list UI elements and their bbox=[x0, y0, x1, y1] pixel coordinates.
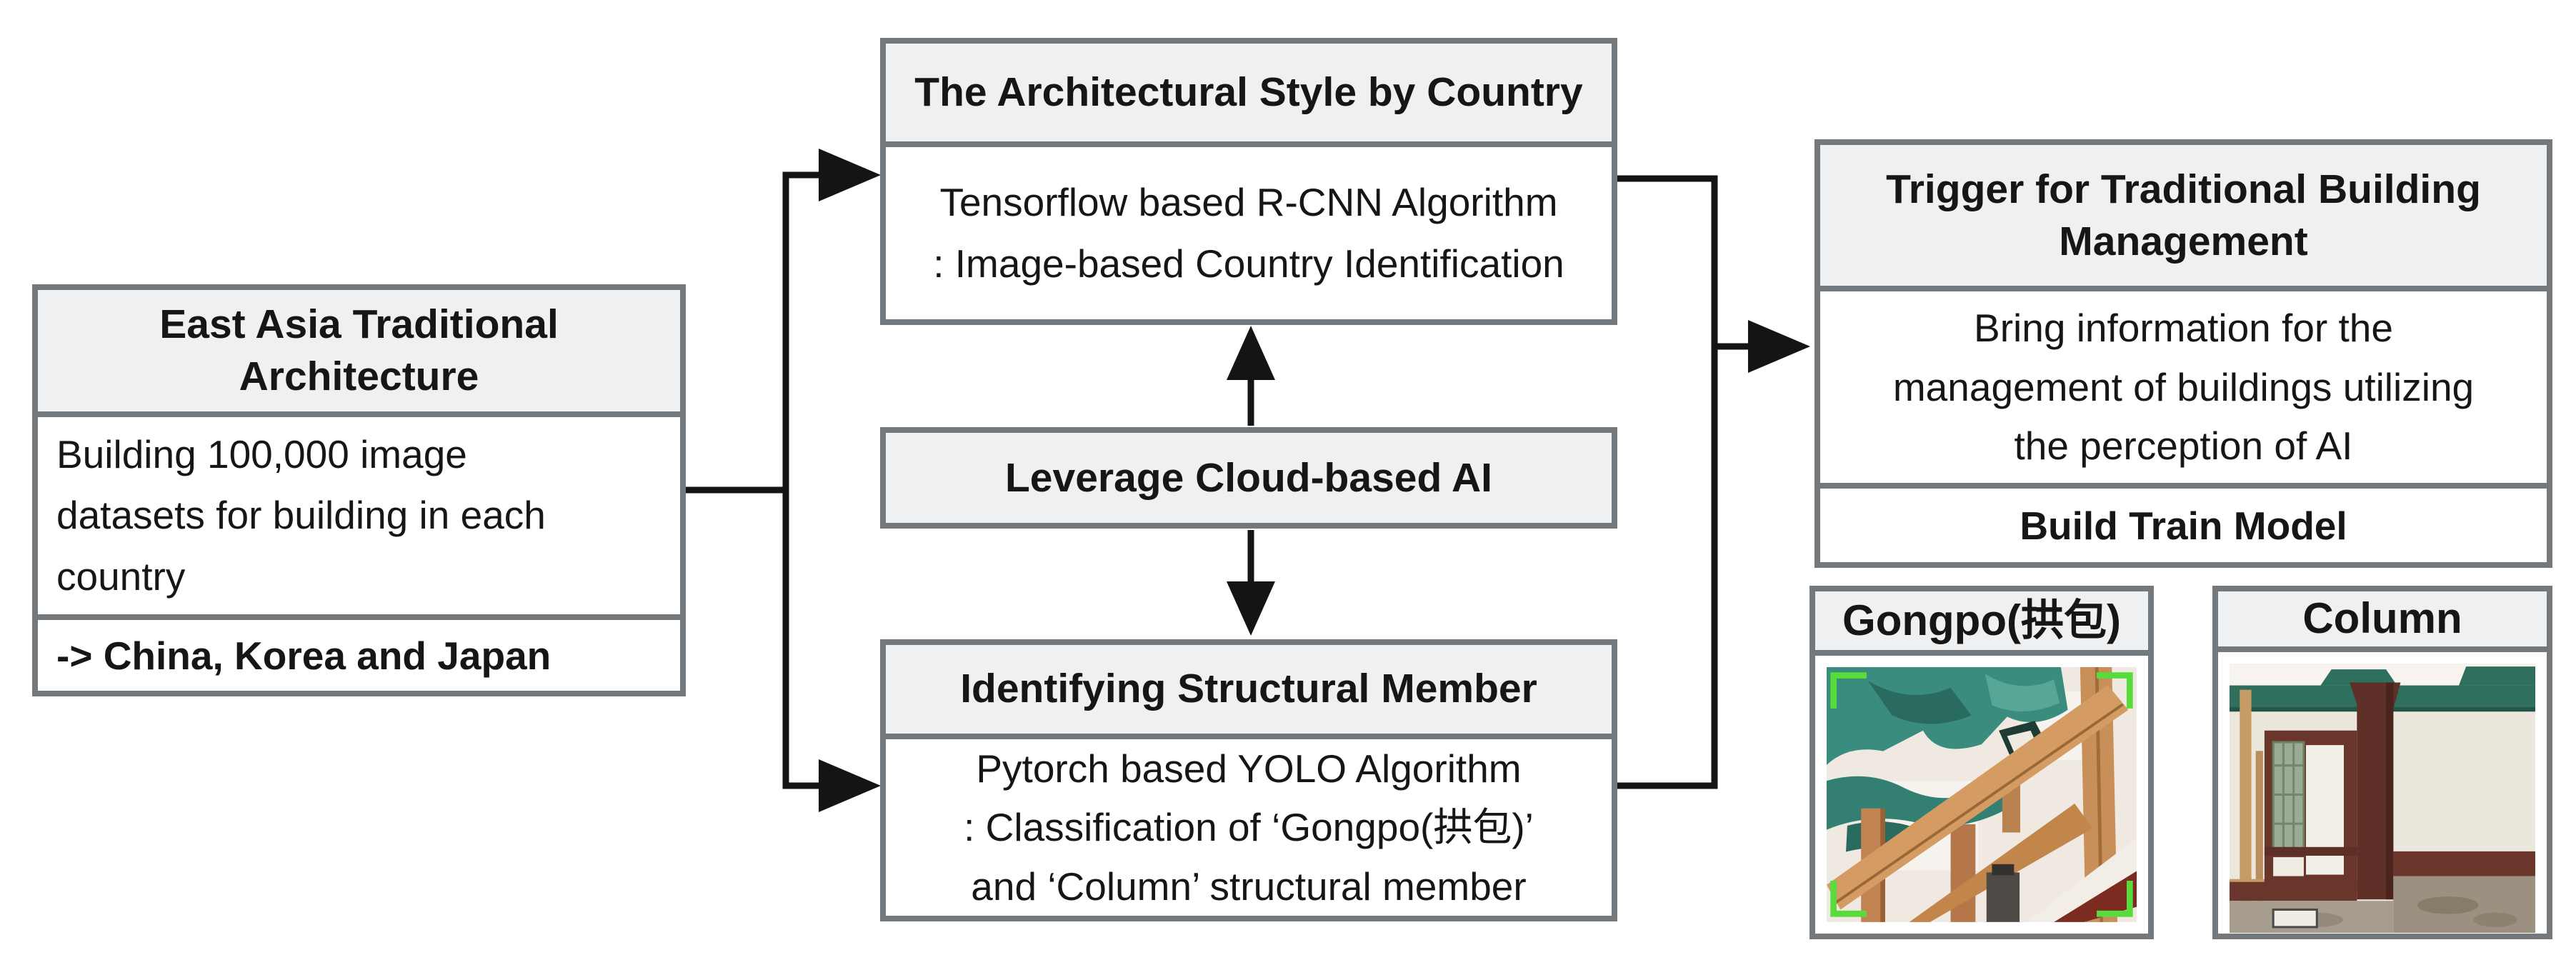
east-asia-box-body: Building 100,000 image datasets for buil… bbox=[38, 417, 680, 614]
body-line: the perception of AI bbox=[2014, 424, 2353, 469]
body-line: Pytorch based YOLO Algorithm bbox=[976, 746, 1522, 791]
architectural-style-box-title: The Architectural Style by Country bbox=[886, 44, 1612, 147]
gongpo-figure: Gongpo(拱包) bbox=[1809, 586, 2154, 939]
detection-bbox bbox=[1830, 672, 2133, 917]
cloud-down-arrow bbox=[1227, 530, 1275, 636]
structural-member-box-body: Pytorch based YOLO Algorithm : Classific… bbox=[886, 739, 1612, 916]
body-line: Building 100,000 image bbox=[56, 432, 467, 477]
left-connector-arrowheads bbox=[819, 149, 881, 812]
body-line: management of buildings utilizing bbox=[1892, 364, 2475, 409]
body-line: and ‘Column’ structural member bbox=[971, 864, 1527, 909]
trigger-management-box-title: Trigger for Traditional Building Managem… bbox=[1820, 145, 2547, 291]
column-figure-label: Column bbox=[2218, 591, 2547, 652]
trigger-management-box: Trigger for Traditional Building Managem… bbox=[1814, 139, 2552, 568]
body-line: country bbox=[56, 554, 186, 599]
gongpo-photo bbox=[1827, 667, 2137, 922]
cloud-ai-box-title: Leverage Cloud-based AI bbox=[1004, 455, 1493, 501]
cloud-ai-box: Leverage Cloud-based AI bbox=[880, 427, 1617, 529]
architectural-style-box: The Architectural Style by Country Tenso… bbox=[880, 38, 1617, 325]
arrow-into-right-box bbox=[1748, 320, 1810, 373]
body-line: Bring information for the bbox=[1974, 306, 2393, 351]
right-connector bbox=[1613, 175, 1755, 789]
body-line: Tensorflow based R-CNN Algorithm bbox=[939, 180, 1558, 225]
title-line: Management bbox=[2059, 218, 2308, 264]
gongpo-photo-frame bbox=[1815, 656, 2148, 934]
architectural-style-box-body: Tensorflow based R-CNN Algorithm : Image… bbox=[886, 147, 1612, 319]
left-connector bbox=[678, 171, 825, 789]
trigger-management-box-footer: Build Train Model bbox=[2020, 503, 2347, 548]
title-line: Trigger for Traditional Building bbox=[1886, 166, 2481, 212]
structural-member-box: Identifying Structural Member Pytorch ba… bbox=[880, 639, 1617, 921]
east-asia-box-title: East Asia Traditional Architecture bbox=[38, 290, 680, 417]
structural-member-box-title: Identifying Structural Member bbox=[886, 645, 1612, 739]
arrow-into-bottom-box bbox=[819, 759, 881, 812]
cloud-up-arrow bbox=[1227, 326, 1275, 426]
trigger-management-box-body: Bring information for the management of … bbox=[1820, 291, 2547, 489]
gongpo-figure-label: Gongpo(拱包) bbox=[1815, 591, 2148, 656]
arrow-into-top-box bbox=[819, 149, 881, 201]
column-photo bbox=[2230, 663, 2535, 933]
east-asia-box: East Asia Traditional Architecture Build… bbox=[32, 284, 686, 696]
right-connector-arrowhead bbox=[1748, 320, 1810, 373]
body-line: : Image-based Country Identification bbox=[933, 241, 1564, 286]
body-line: datasets for building in each bbox=[56, 493, 546, 538]
column-figure: Column bbox=[2212, 586, 2552, 939]
east-asia-box-footer: -> China, Korea and Japan bbox=[38, 614, 680, 691]
column-photo-frame bbox=[2218, 652, 2547, 944]
body-line: : Classification of ‘Gongpo(拱包)’ bbox=[964, 805, 1534, 849]
